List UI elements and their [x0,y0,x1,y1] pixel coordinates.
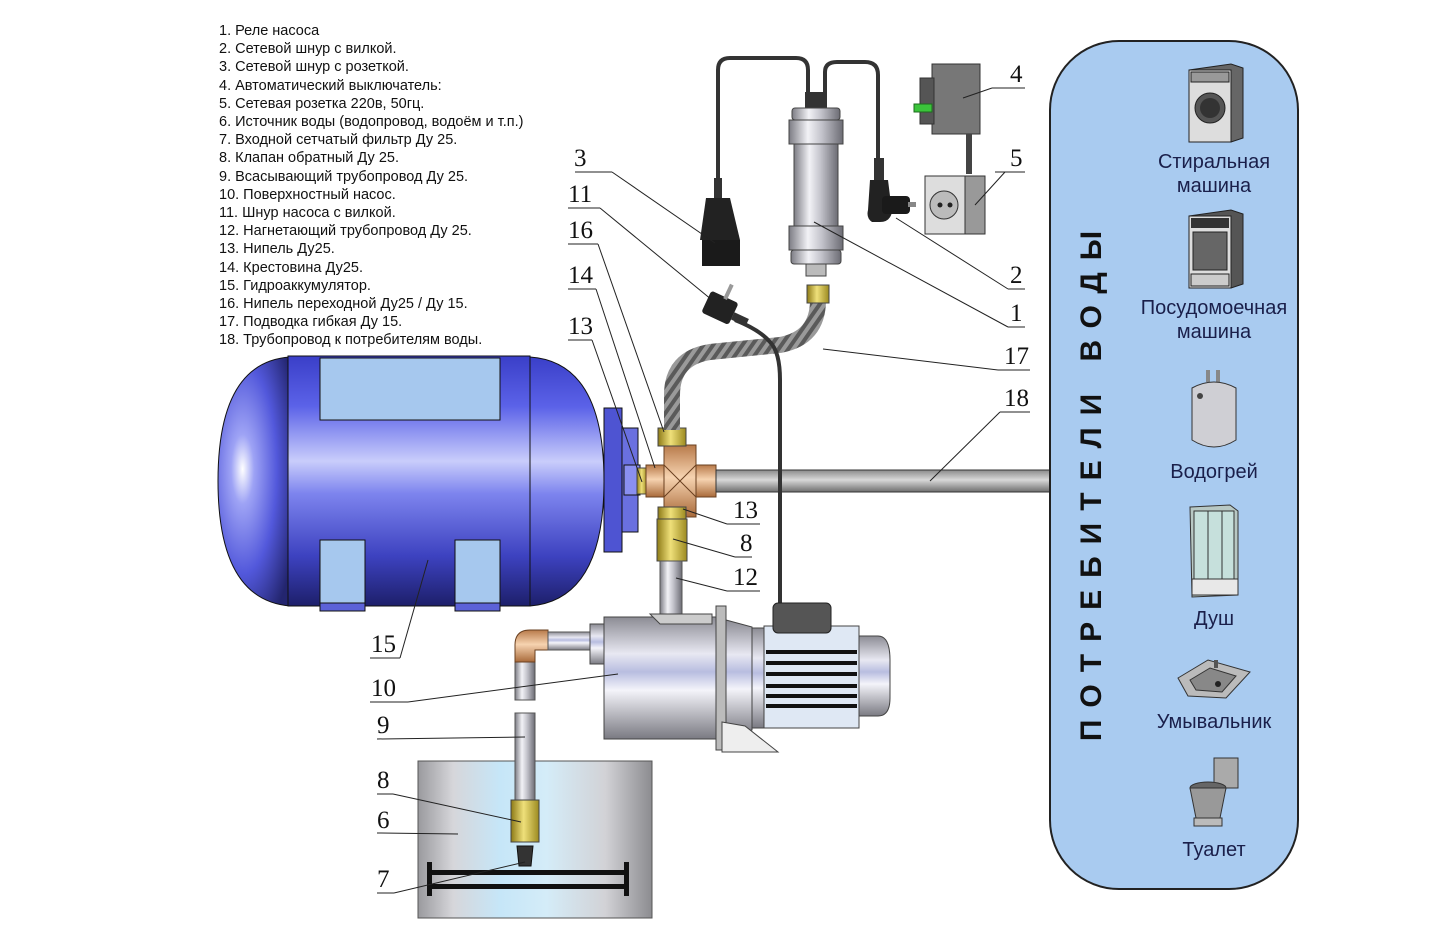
consumer-water-heater: Водогрей [1114,368,1314,484]
water-heater-icon [1191,370,1237,448]
callout-5: 5 [1010,145,1023,172]
toilet-icon [1189,757,1239,827]
surface-pump [589,602,891,753]
legend-item: 3. Сетевой шнур с розеткой. [219,59,409,76]
pump-plug [702,283,749,327]
legend-item: 1. Реле насоса [219,23,320,39]
leader-lines [370,87,1030,894]
callout-8-upper: 8 [740,530,753,557]
callout-11: 11 [568,181,592,208]
water-consumers-panel [1049,40,1299,890]
callout-14: 14 [568,262,594,289]
legend-item: 9. Всасывающий трубопровод Ду 25. [219,168,469,185]
callout-2: 2 [1010,262,1023,289]
inlet-filter [516,845,534,867]
relay-cable-left [716,56,810,180]
legend-item: 10. Поверхностный насос. [219,186,396,203]
callout-12: 12 [733,564,758,591]
component-legend: 1. Реле насоса 2. Сетевой шнур с вилкой.… [219,22,523,350]
callout-13-right: 13 [733,497,758,524]
callout-4: 4 [1010,61,1023,88]
legend-item: 7. Входной сетчатый фильтр Ду 25. [219,132,458,149]
consumer-dishwasher: Посудомоечная машина [1114,208,1314,344]
legend-item: 8. Клапан обратный Ду 25. [219,150,399,167]
callout-9: 9 [377,712,390,739]
legend-item: 16. Нипель переходной Ду25 / Ду 15. [219,296,468,313]
legend-item: 12. Нагнетающий трубопровод Ду 25. [219,223,472,240]
suction-connector [547,631,594,651]
consumer-label-line2: машина [1176,321,1252,343]
cross-fitting [645,444,717,518]
washbasin-icon [1177,659,1251,699]
callout-17: 17 [1004,343,1029,370]
callout-1: 1 [1010,300,1023,327]
callouts: 3 11 16 14 13 4 5 2 1 17 18 13 8 12 15 1… [371,61,1029,893]
callout-10: 10 [371,675,396,702]
legend-item: 18. Трубопровод к потребителям воды. [219,332,483,349]
suction-pipe [514,712,536,804]
wall-socket [924,175,986,235]
consumer-label: Стиральная [1157,151,1271,173]
pressure-pipe [659,560,683,617]
suction-elbow [514,629,549,663]
consumer-label: Туалет [1182,839,1246,861]
legend-item: 6. Источник воды (водопровод, водоём и т… [219,114,524,131]
shower-cabin-icon [1189,504,1239,598]
nipple-13-lower [657,506,687,520]
callout-13-left: 13 [568,313,593,340]
legend-item: 11. Шнур насоса с вилкой. [219,205,396,222]
consumer-label: Душ [1193,608,1235,630]
dishwasher-icon [1188,209,1244,289]
pump-cable [734,318,782,605]
suction-pipe-upper [514,659,536,701]
callout-16: 16 [568,217,593,244]
consumers-panel-title: ПОТРЕБИТЕЛИ ВОДЫ [1075,218,1108,742]
legend-item: 4. Автоматический выключатель: [219,77,442,94]
callout-3: 3 [574,145,587,172]
callout-7: 7 [377,866,390,893]
consumer-washing-machine: Стиральная машина [1114,62,1314,198]
consumer-label: Водогрей [1170,461,1258,483]
legend-item: 17. Подводка гибкая Ду 15. [219,314,403,331]
consumer-pipeline [715,469,1053,493]
callout-15: 15 [371,631,396,658]
legend-item: 2. Сетевой шнур с вилкой. [219,41,397,58]
check-valve-upper [656,518,688,562]
nipple-16-adapter [657,427,687,447]
callout-18: 18 [1004,385,1029,412]
legend-item: 15. Гидроаккумулятор. [219,277,371,294]
flexible-hose [664,290,826,430]
callout-8-lower: 8 [377,767,390,794]
consumer-shower: Душ [1114,503,1314,631]
hose-nut [806,284,830,304]
consumer-label-line2: машина [1176,175,1252,197]
circuit-breaker [913,63,981,174]
consumer-label: Посудомоечная [1140,297,1288,319]
legend-item: 14. Крестовина Ду25. [219,259,364,276]
relay-cable-right [823,60,880,160]
socket-cord [700,178,740,266]
filter-bracket [427,862,629,896]
callout-6: 6 [377,807,390,834]
legend-item: 5. Сетевая розетка 220в, 50гц. [219,95,425,112]
pump-relay [788,92,844,277]
washing-machine-icon [1188,63,1244,143]
consumer-toilet: Туалет [1114,754,1314,862]
consumer-washbasin: Умывальник [1114,656,1314,734]
mains-plug [867,158,916,222]
hydro-accumulator-tank [217,355,641,612]
legend-item: 13. Нипель Ду25. [219,241,335,258]
consumer-label: Умывальник [1156,711,1272,733]
